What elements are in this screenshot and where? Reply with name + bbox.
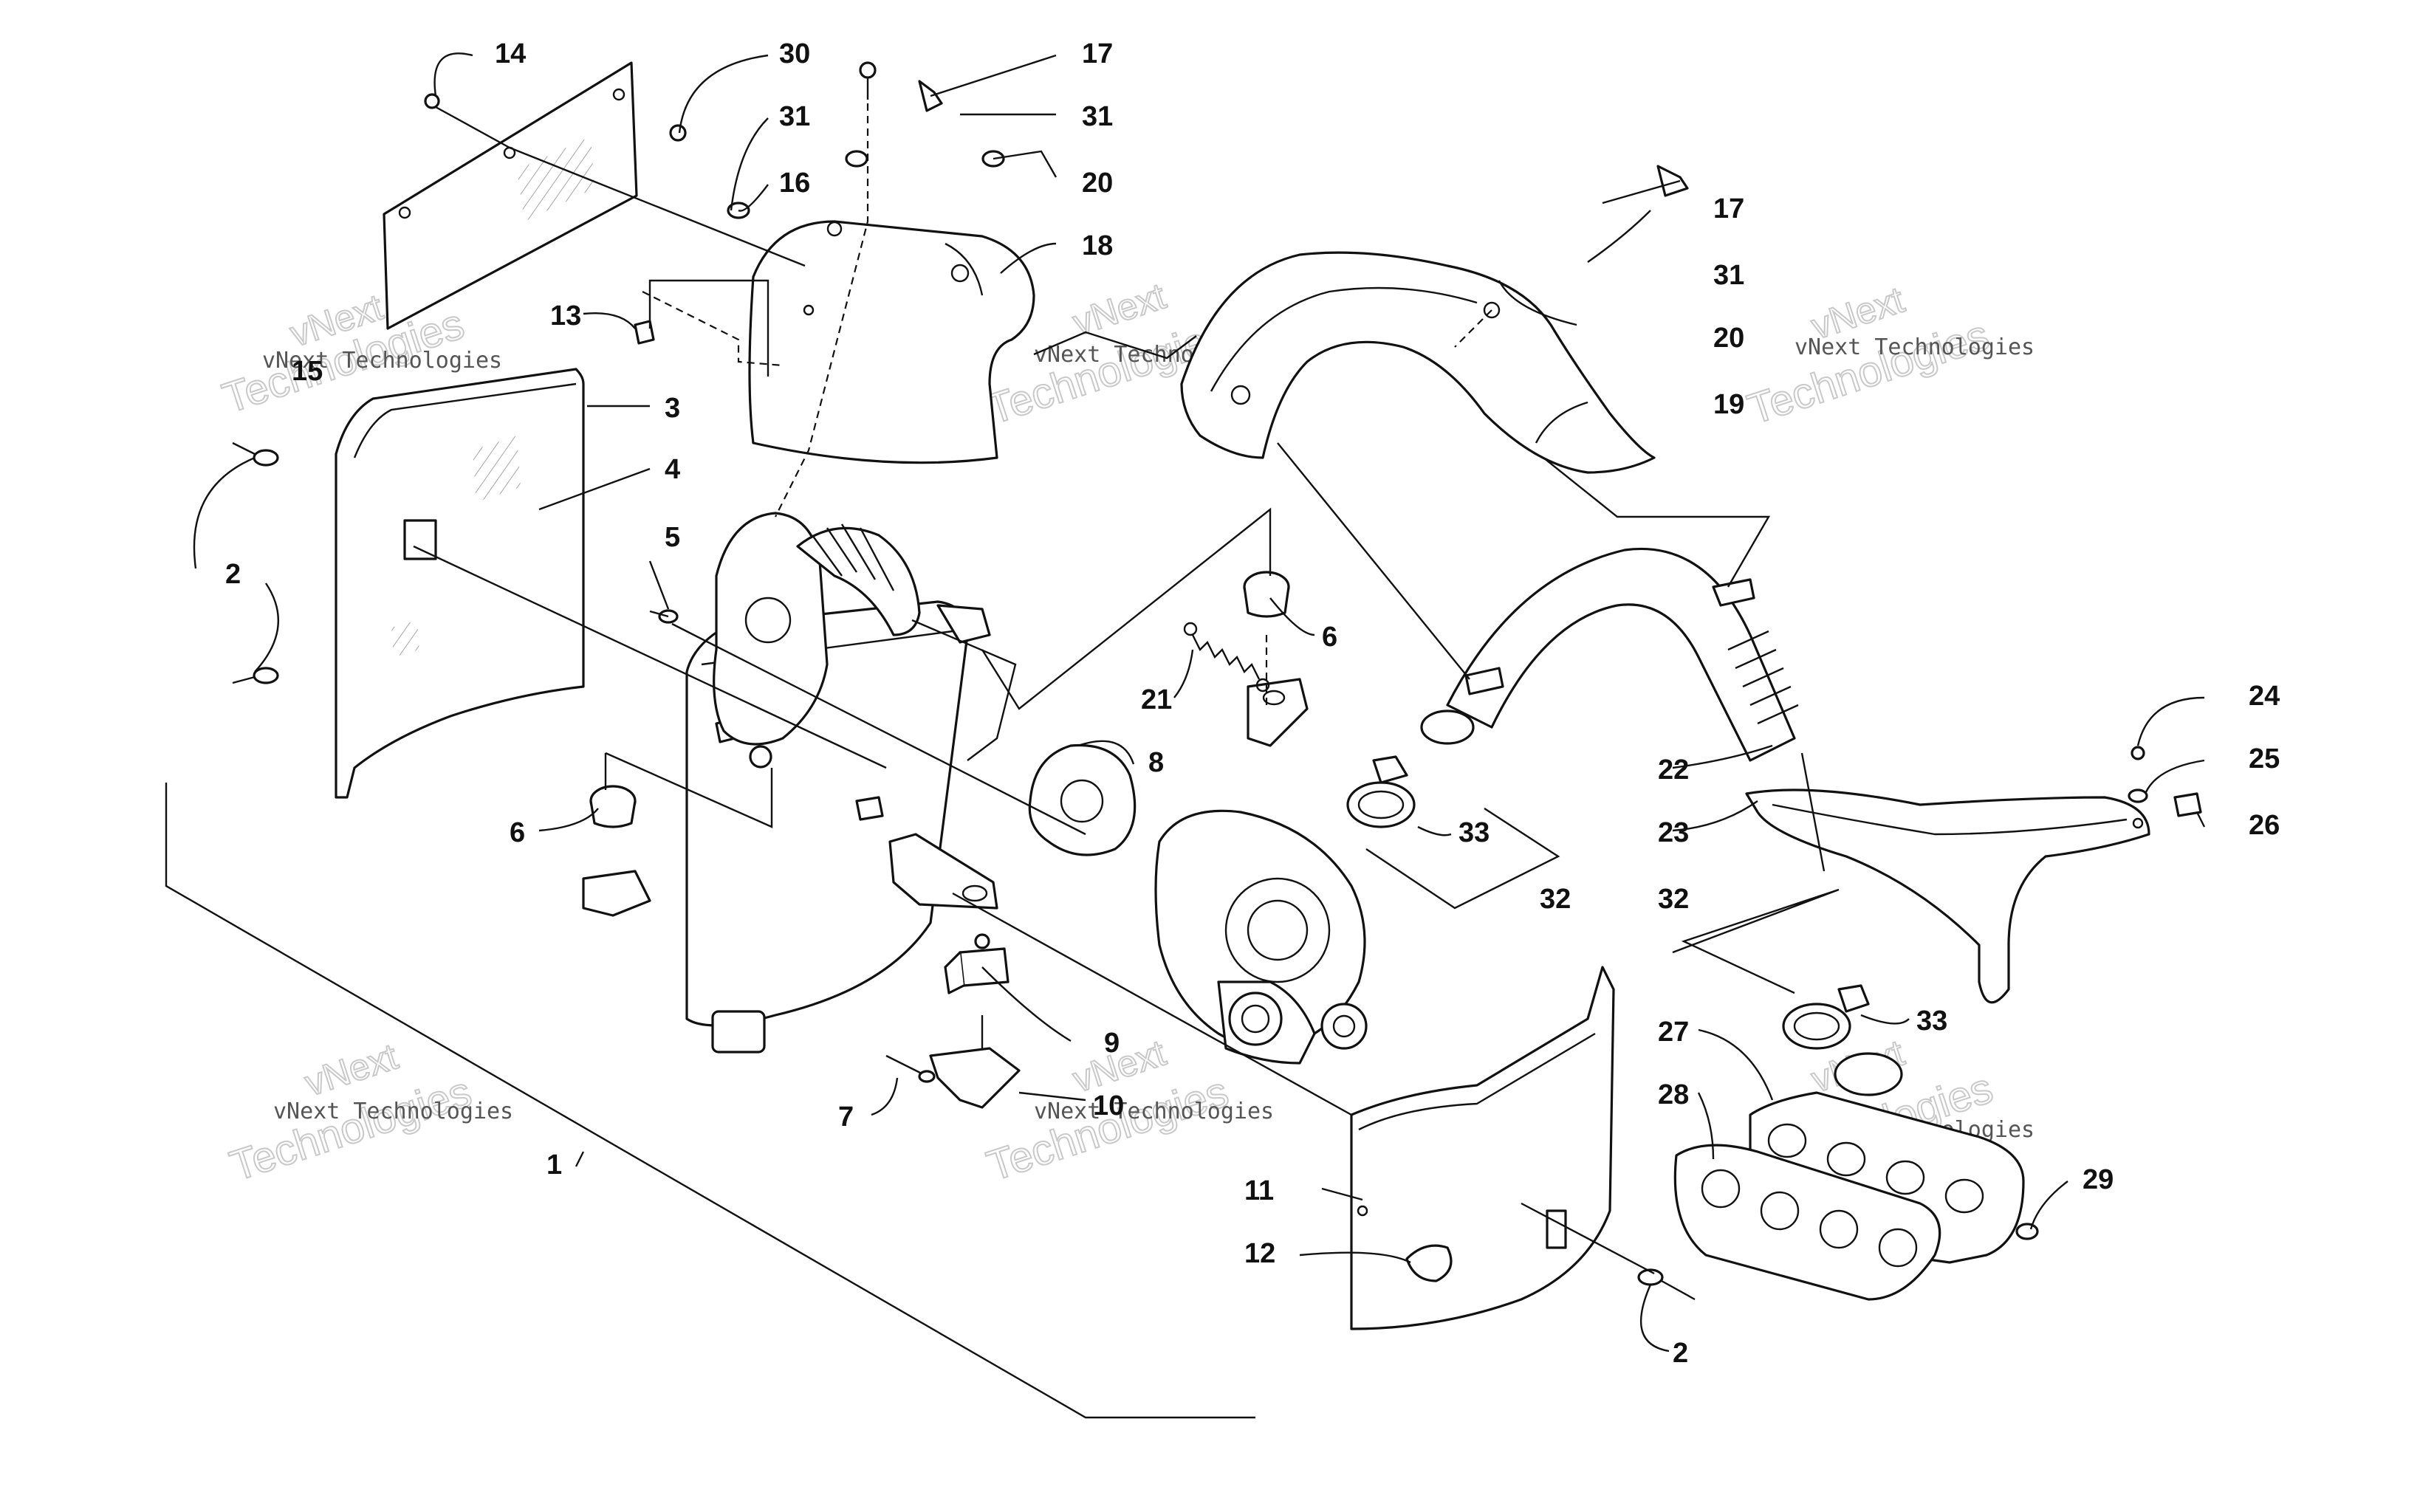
assembly-lines (413, 146, 1826, 1116)
callout-12: 12 (1244, 1238, 1275, 1269)
mount-bracket (929, 1015, 1021, 1109)
watermark-small-text: vNext Technologies (1795, 334, 2035, 360)
clamp-upper (1346, 755, 1416, 828)
watermark-bottom-left: vNext Technologies vNext Technologies (224, 1035, 513, 1192)
manifold-heat-shield (1745, 788, 2150, 1004)
converter-top-shield (748, 220, 1035, 464)
callout-30: 30 (779, 38, 810, 69)
fasteners (232, 61, 2202, 1301)
callout-2: 2 (225, 559, 241, 590)
inlet-flange-bellows (713, 512, 921, 769)
callout-33: 33 (1458, 817, 1490, 848)
callout-23: 23 (1658, 817, 1689, 848)
watermark-small-text: vNext Technologies (262, 348, 502, 374)
callout-10: 10 (1093, 1090, 1124, 1121)
callout-31: 31 (1082, 101, 1113, 132)
watermark-small-text: vNext Technologies (273, 1099, 513, 1124)
callout-3: 3 (665, 393, 680, 424)
callout-24: 24 (2249, 681, 2280, 712)
mount-bushing (944, 933, 1010, 994)
callout-29: 29 (2083, 1164, 2114, 1195)
watermark-top-right: vNext Technologies vNext Technologies (1741, 278, 2035, 435)
bottom-heat-shield (1350, 966, 1615, 1330)
callout-22: 22 (1658, 755, 1689, 786)
bracket-lower (582, 870, 651, 917)
callout-2: 2 (1673, 1338, 1688, 1369)
callout-11: 11 (1244, 1175, 1274, 1206)
callout-14: 14 (495, 38, 526, 69)
grommet-upper (1243, 571, 1290, 618)
callout-31: 31 (1713, 260, 1744, 291)
callout-7: 7 (838, 1102, 854, 1133)
converter-bracket (888, 833, 998, 910)
callout-6: 6 (1322, 622, 1337, 653)
callout-32: 32 (1658, 884, 1689, 915)
exhaust-tube (1420, 547, 1799, 762)
callout-33: 33 (1916, 1006, 1947, 1037)
watermark-small-text: vNext Technologies (1034, 1099, 1274, 1124)
pin-lower (885, 1054, 936, 1083)
callout-labels: 1 2 2 3 4 5 6 6 7 8 9 10 11 12 13 14 15 … (225, 38, 2280, 1369)
callout-19: 19 (1713, 389, 1744, 420)
callout-28: 28 (1658, 1079, 1689, 1110)
callout-15: 15 (292, 356, 323, 387)
callout-17: 17 (1082, 38, 1113, 69)
turbo-gasket (1028, 743, 1137, 856)
callout-31: 31 (779, 101, 810, 132)
callout-25: 25 (2249, 743, 2280, 774)
callout-13: 13 (550, 300, 581, 331)
bracket-upper (1247, 678, 1309, 747)
callout-20: 20 (1082, 168, 1113, 199)
callout-27: 27 (1658, 1017, 1689, 1048)
watermark-bottom-center: vNext Technologies vNext Technologies (981, 1031, 1274, 1192)
manifold-gasket (1673, 1144, 1941, 1301)
heat-shield-plate (383, 61, 638, 330)
callout-20: 20 (1713, 323, 1744, 354)
callout-8: 8 (1148, 747, 1164, 778)
leader-lines (165, 52, 2206, 1419)
spring (1183, 622, 1270, 693)
callout-17: 17 (1713, 193, 1744, 224)
callout-16: 16 (779, 168, 810, 199)
left-heat-shield (335, 368, 585, 799)
callout-18: 18 (1082, 230, 1113, 261)
callout-21: 21 (1141, 684, 1172, 715)
callout-4: 4 (665, 454, 680, 485)
callout-32: 32 (1540, 884, 1571, 915)
turbocharger (1154, 809, 1368, 1065)
callout-1: 1 (546, 1150, 562, 1181)
callout-9: 9 (1104, 1028, 1120, 1059)
callout-6: 6 (510, 817, 525, 848)
callout-26: 26 (2249, 810, 2280, 841)
callout-5: 5 (665, 522, 680, 553)
grommet-lower (589, 785, 637, 828)
clamp-lower (1782, 984, 1870, 1050)
tailpipe-cover (1180, 251, 1656, 474)
